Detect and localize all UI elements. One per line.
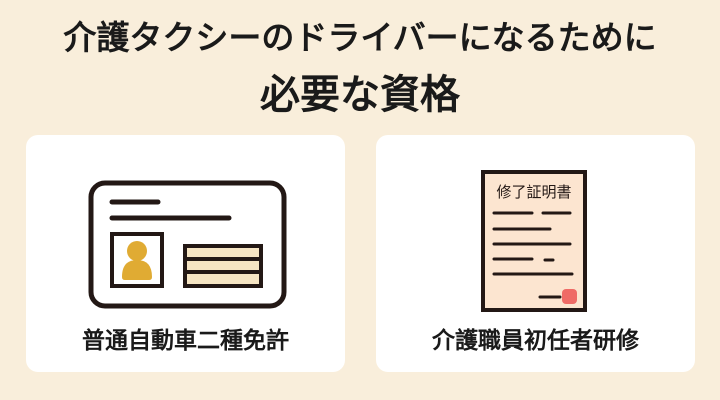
qualification-card-certificate: 修了証明書 介護職員初任者研修: [376, 135, 695, 372]
drivers-license-icon: [88, 180, 287, 313]
card-label-certificate: 介護職員初任者研修: [432, 328, 639, 354]
card-label-license: 普通自動車二種免許: [82, 328, 289, 354]
qualification-card-license: 普通自動車二種免許: [26, 135, 345, 372]
headline-line-1: 介護タクシーのドライバーになるために: [63, 18, 657, 57]
certificate-heading: 修了証明書: [496, 183, 571, 201]
headline-line-2: 必要な資格: [260, 72, 460, 118]
certificate-icon: 修了証明書: [480, 169, 590, 319]
